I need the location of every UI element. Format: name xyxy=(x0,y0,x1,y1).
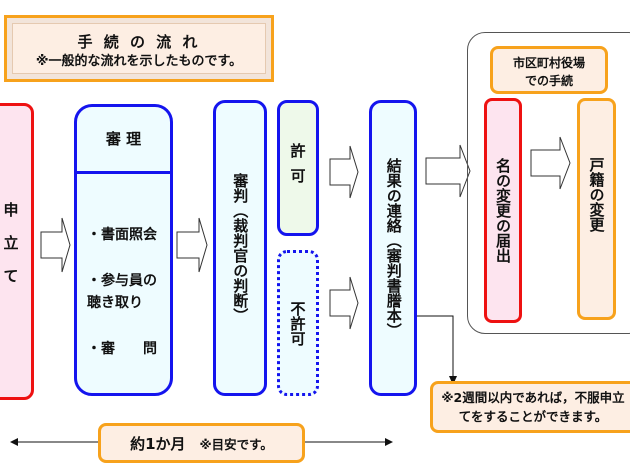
timeline-box: 約1か月 ※目安です。 xyxy=(98,423,305,463)
not-permitted-box: 不許可 xyxy=(277,250,319,396)
arrow-left-icon xyxy=(10,438,18,446)
hearing-item: ・審 問 xyxy=(87,341,157,357)
hearing-item: ・参与員の聴き取り xyxy=(87,273,157,311)
name-change-notice-box: 名の変更の届出 xyxy=(484,98,522,323)
municipal-container xyxy=(467,32,630,334)
appeal-note-box: ※2週間以内であれば，不服申立てをすることができます。 xyxy=(430,381,630,433)
arrow-right-icon xyxy=(425,144,471,198)
arrow-right-icon xyxy=(329,145,359,199)
family-register-change-box: 戸籍の変更 xyxy=(577,98,616,320)
arrow-right-icon xyxy=(329,276,359,330)
judgment-box: 審判（裁判官の判断） xyxy=(213,100,267,396)
arrow-right-icon xyxy=(385,438,393,446)
arrow-right-icon xyxy=(530,136,571,190)
application-box: 申立て xyxy=(0,103,34,400)
title-box: 手 続 の 流 れ ※一般的な流れを示したものです。 xyxy=(4,15,274,82)
arrow-right-icon xyxy=(40,217,71,273)
title-note: ※一般的な流れを示したものです。 xyxy=(35,54,243,69)
hearing-box: 審 理 ・書面照会 ・参与員の聴き取り ・審 問 xyxy=(74,104,173,396)
arrow-right-icon xyxy=(176,217,208,273)
permitted-box: 許可 xyxy=(277,100,319,236)
result-notice-box: 結果の連絡（審判書謄本） xyxy=(369,100,417,396)
municipal-header: 市区町村役場での手続 xyxy=(490,46,608,94)
hearing-item: ・書面照会 xyxy=(87,227,157,243)
timeline-note: ※目安です。 xyxy=(199,436,273,452)
connector-line xyxy=(416,315,454,378)
timeline-label: 約1か月 xyxy=(130,434,186,453)
title-heading: 手 続 の 流 れ xyxy=(77,33,201,51)
hearing-header: 審 理 xyxy=(77,107,170,174)
arrow-down-icon xyxy=(449,376,457,385)
